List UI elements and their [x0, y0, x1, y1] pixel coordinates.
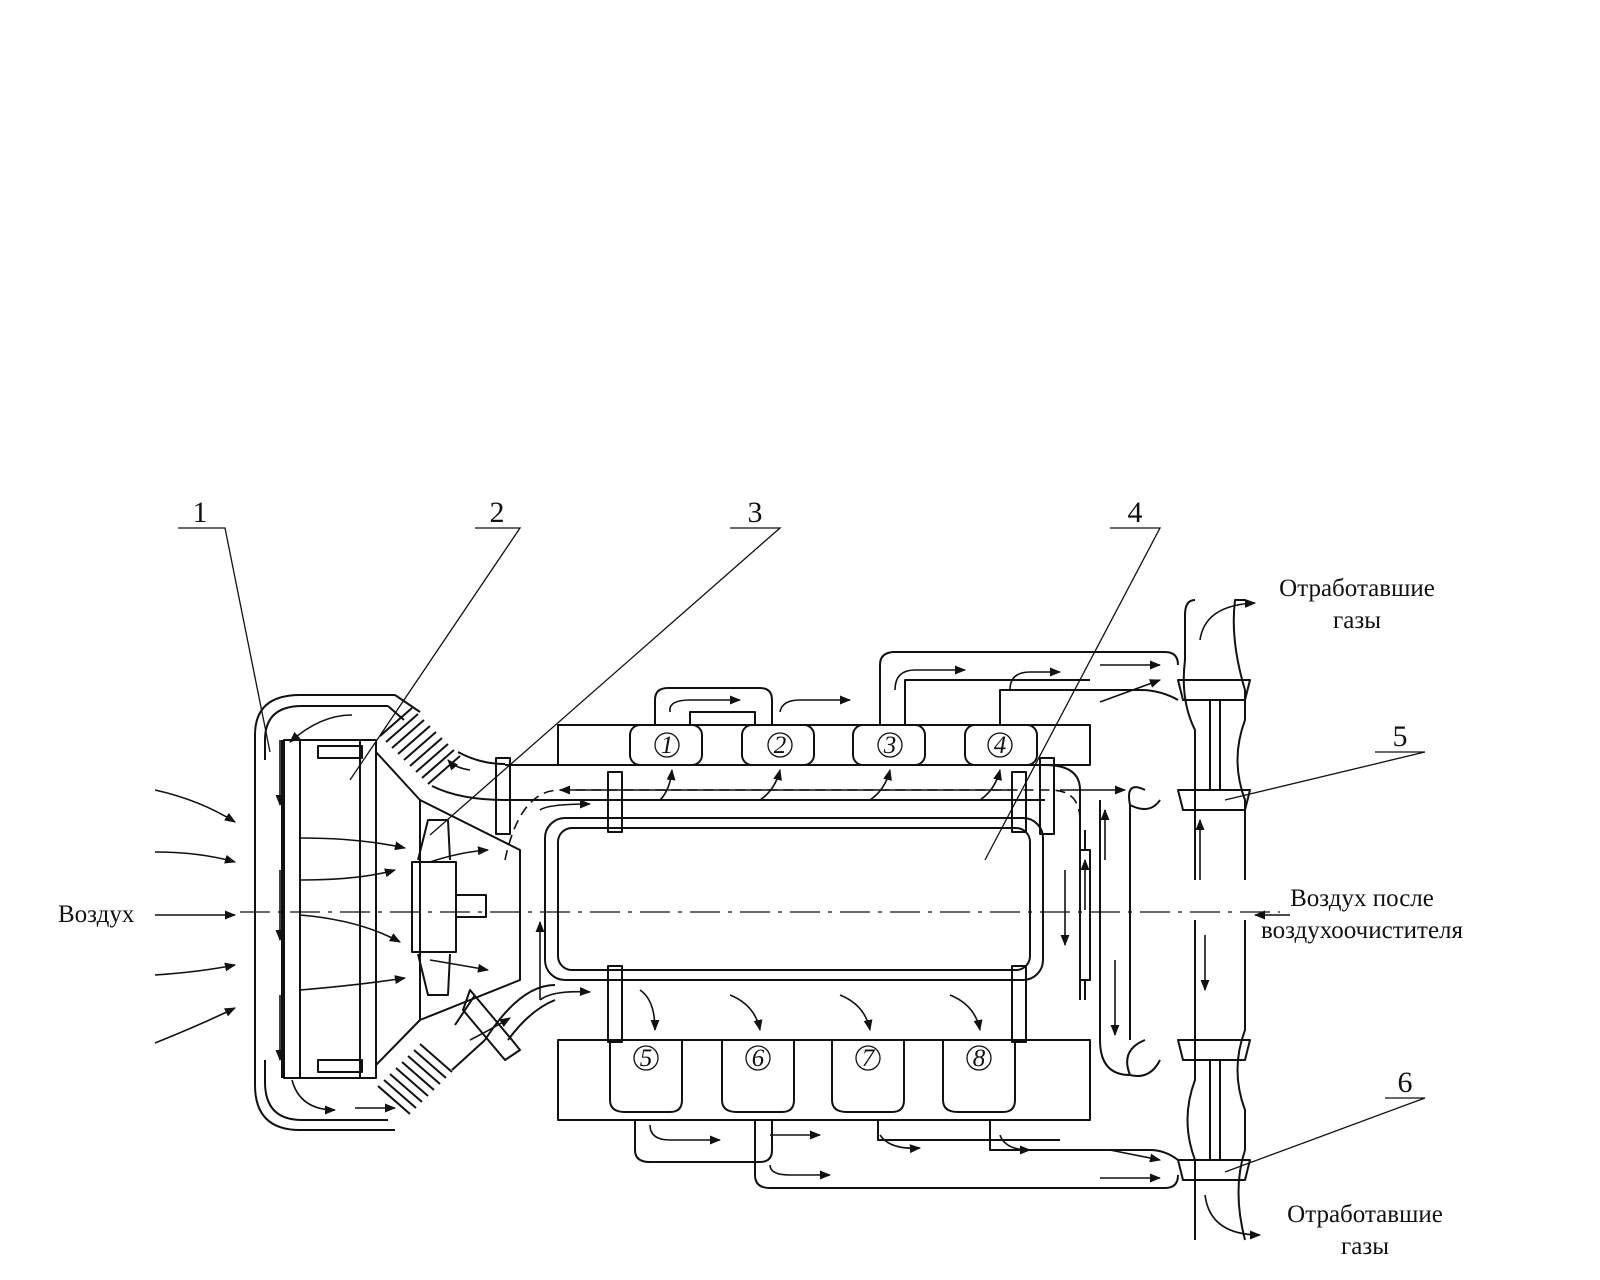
- callout-5: 5: [1393, 720, 1408, 753]
- upper-cylinder-bank: [557, 724, 1091, 766]
- cylinder-4: 4: [994, 732, 1007, 759]
- cylinder-8: 8: [973, 1045, 986, 1072]
- cylinder-2: 2: [774, 732, 787, 759]
- air-in-label: Воздух: [58, 901, 135, 928]
- callout-6: 6: [1398, 1066, 1413, 1099]
- lower-cylinder-bank: [557, 1039, 1091, 1121]
- exhaust-top-label-line2: газы: [1333, 607, 1381, 634]
- air-cleaned-label-line1: Воздух после: [1290, 885, 1434, 912]
- radiator-housing: [254, 694, 395, 1131]
- cylinder-6: 6: [752, 1045, 765, 1072]
- air-cleaned-label-line2: воздухоочистителя: [1261, 917, 1464, 944]
- fan-shroud: [375, 751, 521, 1066]
- engine-block: [495, 757, 1081, 1043]
- lower-turbocharger: [1126, 920, 1251, 1241]
- intake-crossover: [1079, 800, 1131, 1076]
- callout-2: 2: [490, 496, 505, 529]
- upper-air-duct: [379, 694, 506, 801]
- radiator-core: [283, 739, 377, 1079]
- engine-flow-arrows: [535, 768, 1127, 1037]
- cooling-flow-arrows: [275, 714, 511, 1115]
- exhaust-top-label-line1: Отработавшие: [1279, 575, 1435, 602]
- callout-numbers: 1 2 3 4 5 6: [193, 496, 1413, 1099]
- cylinder-1: 1: [661, 732, 674, 759]
- exhaust-bottom-label-line2: газы: [1341, 1233, 1389, 1260]
- lower-exhaust-manifold: [634, 1120, 1179, 1189]
- cooling-fan: [411, 819, 487, 996]
- cylinder-7: 7: [862, 1045, 876, 1072]
- cylinder-3: 3: [883, 732, 897, 759]
- exhaust-bottom-label-line1: Отработавшие: [1287, 1201, 1443, 1228]
- upper-turbocharger: [1128, 599, 1251, 880]
- callout-4: 4: [1128, 496, 1143, 529]
- callout-3: 3: [748, 496, 763, 529]
- cylinder-numbers: 1 2 3 4 5 6 7 8: [633, 732, 1013, 1072]
- upper-exhaust-manifold: [654, 651, 1179, 725]
- incoming-air-arrows: [154, 789, 237, 1044]
- flow-labels: Воздух Воздух после воздухоочистителя От…: [58, 575, 1464, 1260]
- callout-leaders: [178, 527, 1426, 1173]
- exhaust-flow-arrows: [649, 598, 1290, 1240]
- callout-1: 1: [193, 496, 208, 529]
- lower-air-duct: [377, 984, 556, 1115]
- cylinder-5: 5: [640, 1045, 653, 1072]
